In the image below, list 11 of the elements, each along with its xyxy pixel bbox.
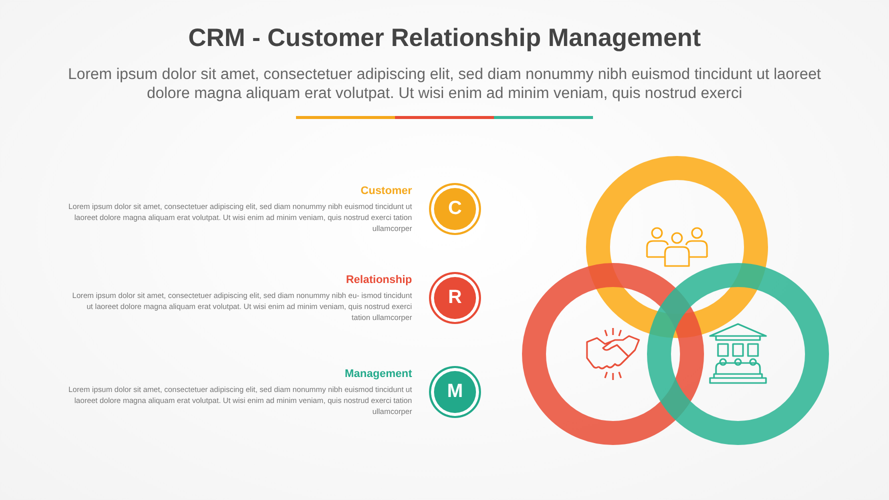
- heading: Management: [344, 368, 412, 380]
- heading: Relationship: [344, 274, 412, 286]
- letter-badge: C: [429, 183, 481, 235]
- title: CRM - Customer Relationship Management: [187, 24, 702, 53]
- venn-ring: [586, 156, 768, 338]
- letter-badge: R: [429, 272, 481, 324]
- venn-ring: [647, 263, 829, 445]
- venn-ring: [522, 263, 704, 445]
- heading: Customer: [360, 185, 412, 197]
- letter-badge: M: [429, 366, 481, 418]
- subtitle: Lorem ipsum dolor sit amet, consectetuer adipiscing elit, sed diam nonummy nibh euismod tincidunt ut laoreet dolore magna aliquam erat volutpat. Ut wisi enim ad minim veniam, quis nostrud exerci: [67, 65, 822, 103]
